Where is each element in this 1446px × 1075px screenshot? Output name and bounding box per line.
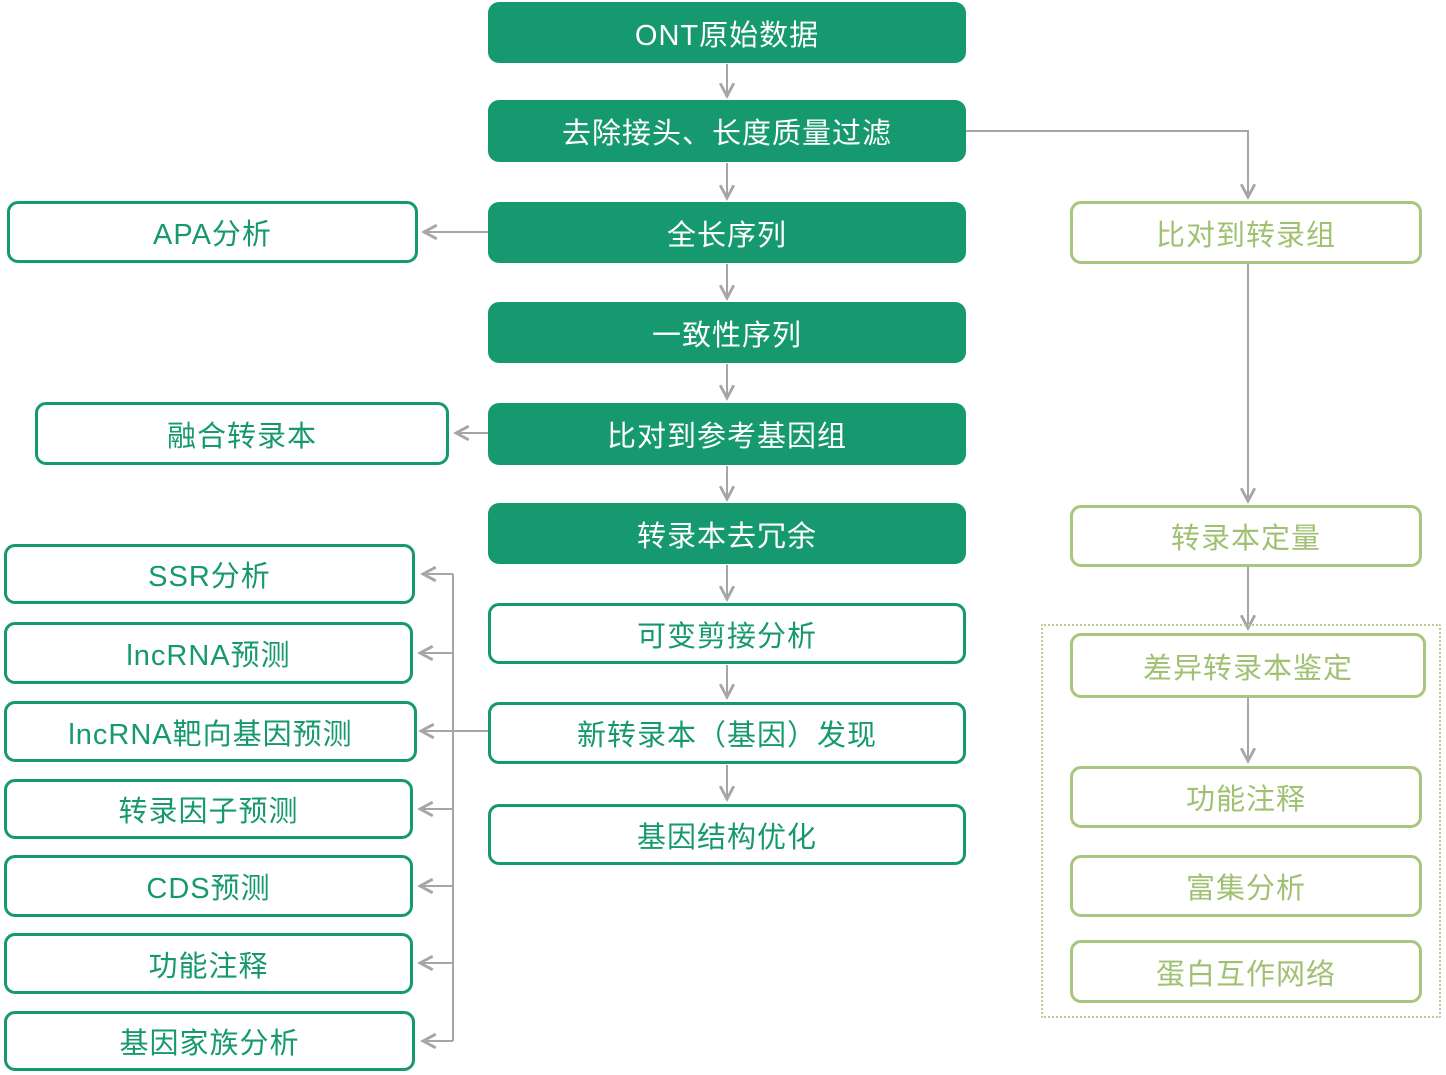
node-cds-prediction: CDS预测 — [4, 855, 413, 917]
node-align-to-reference-genome: 比对到参考基因组 — [488, 403, 966, 465]
node-consensus-sequence: 一致性序列 — [488, 302, 966, 363]
node-ssr-analysis: SSR分析 — [4, 544, 415, 604]
node-alternative-splicing-analysis: 可变剪接分析 — [488, 603, 966, 664]
node-lncrna-prediction: lncRNA预测 — [4, 622, 413, 684]
node-novel-transcript-discovery: 新转录本（基因）发现 — [488, 702, 966, 764]
node-ont-raw-data: ONT原始数据 — [488, 2, 966, 63]
node-gene-structure-optimization: 基因结构优化 — [488, 804, 966, 865]
node-gene-family-analysis: 基因家族分析 — [4, 1011, 415, 1071]
node-align-to-transcriptome: 比对到转录组 — [1070, 201, 1422, 264]
node-apa-analysis: APA分析 — [7, 201, 418, 263]
node-full-length-reads: 全长序列 — [488, 202, 966, 263]
node-protein-interaction-network: 蛋白互作网络 — [1070, 940, 1422, 1003]
node-adapter-removal-qc-filter: 去除接头、长度质量过滤 — [488, 100, 966, 162]
node-functional-annotation-right: 功能注释 — [1070, 766, 1422, 828]
node-functional-annotation-left: 功能注释 — [4, 933, 413, 994]
differential-analysis-group — [1041, 624, 1441, 1018]
node-transcript-deredundancy: 转录本去冗余 — [488, 503, 966, 564]
node-fusion-transcript: 融合转录本 — [35, 402, 449, 465]
node-enrichment-analysis: 富集分析 — [1070, 855, 1422, 917]
node-transcript-quantification: 转录本定量 — [1070, 505, 1422, 567]
node-differential-transcript-identification: 差异转录本鉴定 — [1070, 633, 1426, 698]
node-lncrna-target-gene-prediction: lncRNA靶向基因预测 — [4, 701, 417, 762]
node-transcription-factor-prediction: 转录因子预测 — [4, 779, 413, 839]
